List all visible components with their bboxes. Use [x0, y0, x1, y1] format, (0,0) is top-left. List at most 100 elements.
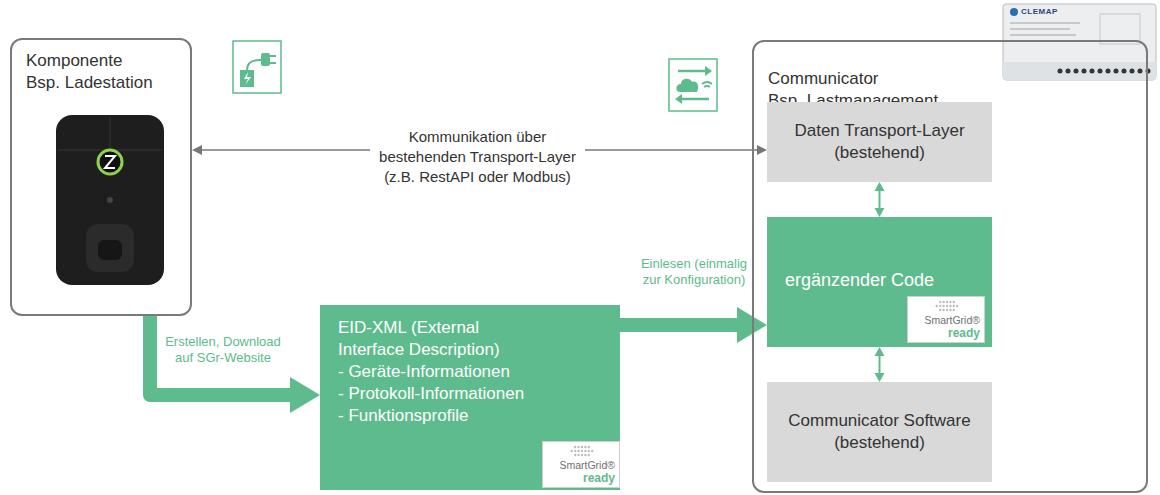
software-box: Communicator Software (bestehend) [767, 382, 992, 482]
transfer-icon [669, 59, 717, 111]
node-title: Communicator Software (bestehend) [777, 410, 982, 454]
logo-dot [939, 309, 941, 311]
device-illustration [1003, 4, 1156, 80]
device-print [1010, 22, 1080, 24]
edge-label: Einlesen (einmalig zur Konfiguration) [638, 256, 750, 288]
connector-line [879, 355, 881, 375]
icon-frame [233, 41, 281, 93]
connector-line [620, 318, 742, 332]
logo-dot [949, 305, 951, 307]
logo-dot [939, 301, 941, 303]
connector-line [150, 316, 295, 395]
node-text: - Geräte-Informationen [338, 361, 602, 383]
communicator-box: CommunicatorBsp. LastmanagementDaten Tra… [752, 40, 1148, 493]
plug-icon [233, 41, 281, 93]
arrowhead [290, 377, 320, 413]
device-logo-mark [1010, 8, 1018, 16]
logo-dot [946, 301, 948, 303]
connector [875, 347, 885, 382]
node-text: Bsp. Ladestation [26, 72, 176, 94]
node-text: - Protokoll-Informationen [338, 383, 602, 405]
node-title: ergänzender Code [785, 269, 974, 292]
plug-cable [247, 60, 261, 70]
plug-station [240, 70, 254, 87]
logo-dot [936, 305, 938, 307]
arrowhead [192, 145, 202, 155]
logo-word: SmartGrid® [924, 314, 980, 326]
logo-dot [946, 309, 948, 311]
charger-seam [58, 117, 162, 150]
logo-dot [581, 454, 583, 456]
node-title: Komponente [26, 50, 176, 72]
smartgrid-logo: SmartGrid®ready [907, 296, 985, 343]
logo-dot [581, 446, 583, 448]
logo-dot [956, 305, 958, 307]
plug-bolt [244, 72, 251, 85]
plug-prongs [270, 56, 276, 63]
logo-dot [949, 301, 951, 303]
node-title: Daten Transport-Layer (bestehend) [777, 120, 982, 164]
logo-dot [942, 309, 944, 311]
logo-dot [588, 454, 590, 456]
logo-dot [577, 454, 579, 456]
component-box: KomponenteBsp. Ladestation [10, 38, 192, 316]
arrowhead [757, 145, 767, 155]
arrow-left [681, 98, 709, 101]
node-title: EID-XML (External Interface Description) [338, 317, 528, 361]
logo-dot [577, 446, 579, 448]
charger-illustration [56, 115, 164, 285]
charger-ring [98, 150, 122, 174]
node-text: - Funktionsprofile [338, 405, 602, 427]
logo-word: SmartGrid® [559, 459, 615, 471]
logo-dot [577, 450, 579, 452]
device-housing [1003, 4, 1156, 80]
logo-dot [584, 454, 586, 456]
icon-frame [669, 59, 717, 111]
node-title: Communicator [768, 68, 1132, 90]
arrowhead [875, 208, 885, 217]
logo-dot [574, 450, 576, 452]
device-brand: CLEMAP [1021, 7, 1058, 16]
charger-led [107, 197, 113, 203]
logo-dot [584, 446, 586, 448]
device-print [1010, 28, 1070, 30]
flow-arrow [150, 316, 320, 413]
logo-dot [591, 450, 593, 452]
device-rail [1003, 62, 1156, 80]
transport-layer-box: Daten Transport-Layer (bestehend) [767, 102, 992, 182]
logo-word: ready [948, 326, 980, 340]
cloud [676, 79, 698, 92]
device-print [1010, 34, 1076, 36]
device-terminals [1058, 69, 1151, 74]
arrowhead [875, 347, 885, 356]
logo-dot [574, 454, 576, 456]
logo-dot [953, 301, 955, 303]
flow-arrow [620, 307, 767, 343]
smartgrid-logo: SmartGrid®ready [542, 441, 620, 488]
logo-dot [942, 301, 944, 303]
charger-body [56, 115, 164, 285]
arrow-left-head [675, 94, 682, 104]
wifi [702, 82, 712, 87]
connector-line [879, 190, 881, 210]
connector [875, 182, 885, 217]
logo-word: ready [583, 471, 615, 485]
logo-dot [581, 450, 583, 452]
charger-socket [86, 224, 134, 272]
logo-dot [574, 446, 576, 448]
edge-label: Erstellen, Download auf SGr-Website [163, 334, 283, 366]
logo-dot [571, 450, 573, 452]
logo-dot [946, 305, 948, 307]
arrowhead [875, 373, 885, 382]
logo-dot [953, 305, 955, 307]
logo-dot [942, 305, 944, 307]
logo-dot [939, 305, 941, 307]
arrowhead [875, 182, 885, 191]
logo-dot [953, 309, 955, 311]
charger-socket-inner [98, 240, 122, 260]
charger-logo-mark [105, 156, 115, 168]
logo-dot [949, 309, 951, 311]
edge-label: Kommunikation über bestehenden Transport… [370, 127, 585, 187]
arrow-right [678, 70, 706, 73]
